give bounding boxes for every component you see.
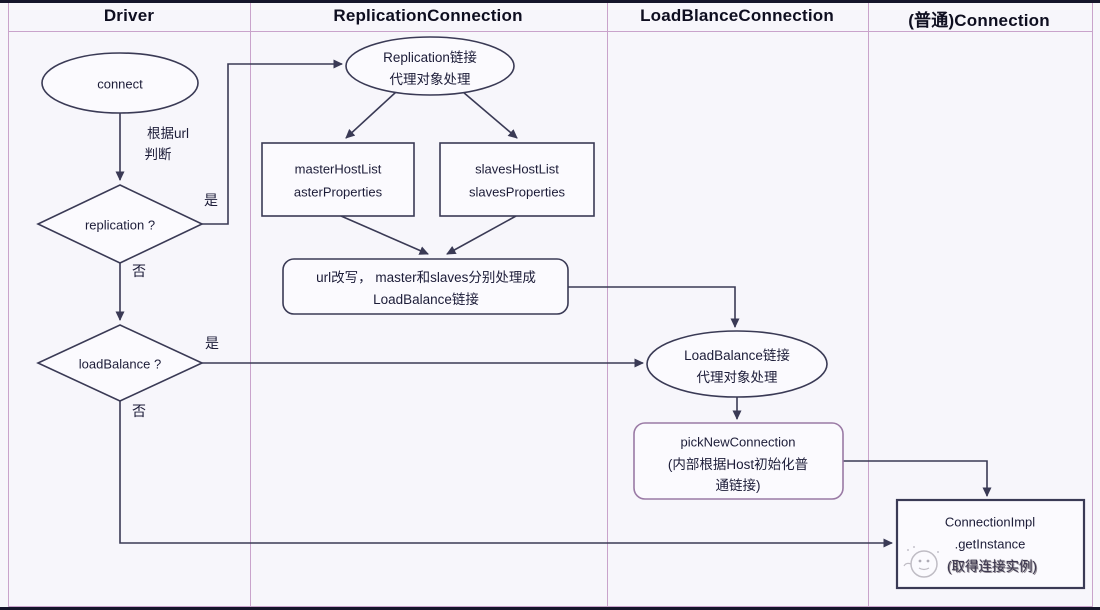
- loadbalance-proxy-ellipse: [646, 330, 828, 398]
- pick-new-connection-box: [633, 422, 844, 500]
- lane-border-left: [8, 3, 9, 607]
- edge-replication-yes: [202, 59, 343, 225]
- edge-slaves-to-rewrite: [446, 215, 517, 255]
- edge-rewrite-to-lbproxy: [568, 286, 740, 328]
- master-box-line1: masterHostList: [294, 161, 382, 177]
- top-dark-edge: [0, 0, 1100, 3]
- loadbalance-proxy-line2: 代理对象处理: [696, 370, 778, 385]
- replication-decision-diamond: [36, 184, 204, 264]
- pick-new-connection-line3: 通链接): [715, 478, 761, 493]
- replication-no-label: 否: [132, 263, 146, 279]
- connection-impl-line2: .getInstance: [954, 536, 1026, 552]
- table-bottom-border: [8, 606, 1092, 607]
- connect-ellipse: [41, 52, 199, 114]
- edge-proxy-to-master: [345, 91, 397, 139]
- edge-loadbalance-no-to-impl: [119, 401, 893, 548]
- slaves-hostlist-box: [439, 142, 595, 217]
- replication-proxy-line1: Replication链接: [383, 50, 477, 65]
- edge-pick-to-impl: [843, 460, 992, 497]
- replication-yes-label: 是: [204, 192, 218, 208]
- pick-new-connection-line2: (内部根据Host初始化普: [667, 457, 809, 472]
- connect-label: connect: [97, 76, 143, 92]
- lane-divider-1: [250, 3, 251, 607]
- watermark-smiley-icon: [903, 546, 939, 578]
- connection-impl-line1: ConnectionImpl: [944, 514, 1036, 530]
- loadbalance-no-label: 否: [132, 403, 146, 419]
- loadbalance-proxy-line1: LoadBalance链接: [684, 348, 790, 363]
- header-underline: [8, 31, 1092, 32]
- loadbalance-decision-diamond: [36, 324, 204, 402]
- replication-question-label: replication ?: [84, 217, 156, 233]
- master-hostlist-box: [261, 142, 415, 217]
- url-rewrite-line1: url改写， master和slaves分别处理成: [316, 270, 536, 285]
- loadbalance-yes-label: 是: [205, 335, 219, 351]
- url-rewrite-line2: LoadBalance链接: [373, 292, 479, 307]
- lane-border-right: [1092, 3, 1093, 607]
- pick-new-connection-line1: pickNewConnection: [680, 434, 796, 450]
- replication-proxy-ellipse: [345, 36, 515, 96]
- url-note-line2: 判断: [144, 147, 172, 162]
- lane-header-replication: ReplicationConnection: [333, 6, 523, 25]
- connection-impl-line3: (取得连接实例): [947, 559, 1037, 574]
- master-box-line2: asterProperties: [293, 184, 383, 200]
- slaves-box-line2: slavesProperties: [468, 184, 566, 200]
- bottom-dark-edge: [0, 607, 1100, 610]
- edge-proxy-to-slaves: [462, 91, 518, 139]
- lane-divider-2: [607, 3, 608, 607]
- connection-impl-box: [895, 498, 1086, 590]
- edge-master-to-rewrite: [340, 215, 429, 255]
- lane-divider-3: [868, 3, 869, 607]
- replication-proxy-line2: 代理对象处理: [389, 72, 471, 87]
- lane-header-plain: (普通)Connection: [908, 11, 1050, 30]
- lane-header-loadblance: LoadBlanceConnection: [640, 6, 834, 25]
- url-rewrite-box: [282, 258, 569, 315]
- loadbalance-question-label: loadBalance ?: [78, 356, 162, 372]
- lane-header-driver: Driver: [103, 6, 155, 25]
- url-note-line1: 根据url: [146, 126, 190, 141]
- slaves-box-line1: slavesHostList: [475, 161, 559, 177]
